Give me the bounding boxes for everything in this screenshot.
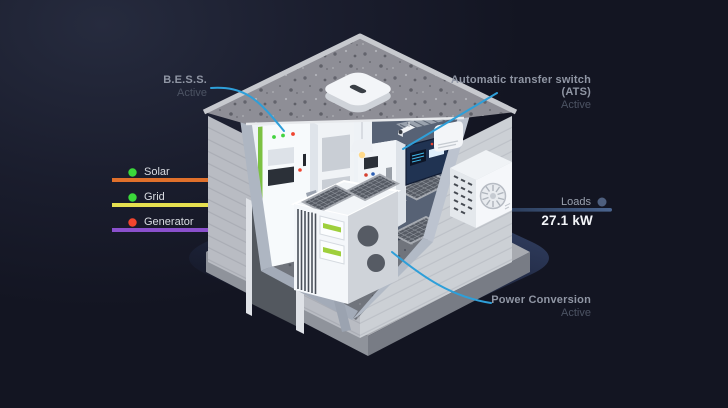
loads-readout: Loads	[561, 196, 607, 208]
loads-value: 27.1 kW	[541, 213, 593, 228]
unit-fan	[357, 225, 379, 247]
bess-led	[281, 133, 285, 138]
indoor-ac-unit	[434, 121, 463, 152]
legend-label-solar: Solar	[144, 166, 170, 178]
legend-item-solar: Solar	[128, 166, 170, 178]
connector-line-ats	[402, 92, 498, 150]
roof	[202, 33, 518, 126]
ats-title-line1: Automatic transfer switch	[450, 74, 591, 86]
lamp-bulb	[358, 151, 366, 159]
bess-title: B.E.S.S.	[163, 74, 207, 86]
loads-flow-line	[486, 208, 612, 212]
power-conversion-title: Power Conversion	[491, 294, 591, 306]
security-camera	[398, 122, 415, 137]
power-conversion-status: Active	[561, 307, 591, 319]
solar-dot-icon	[128, 167, 137, 177]
solar-flow-line	[112, 178, 214, 182]
bess-led	[291, 132, 295, 136]
cabinet-screen	[364, 156, 378, 170]
legend-label-generator: Generator	[144, 216, 194, 228]
loads-dot-icon	[597, 197, 607, 207]
legend-item-grid: Grid	[128, 191, 165, 203]
fan-blades	[479, 182, 507, 210]
roof-vent	[325, 72, 391, 113]
hanging-lamp	[351, 120, 373, 159]
ats-status: Active	[561, 99, 591, 111]
legend-flow-lines	[112, 178, 214, 232]
bess-status: Active	[177, 87, 207, 99]
legend-label-grid: Grid	[144, 191, 165, 203]
loads-label: Loads	[561, 196, 591, 208]
led-module	[319, 215, 345, 265]
exterior-fan-unit	[450, 150, 512, 228]
connector-line-bess	[210, 86, 285, 132]
ats-title-line2: (ATS)	[561, 86, 591, 98]
bess-led	[272, 135, 276, 139]
generator-flow-line	[112, 228, 214, 232]
callout-power-conversion: Power Conversion Active	[491, 294, 591, 319]
grid-flow-line	[112, 203, 214, 207]
connector-line-power-conversion	[391, 251, 492, 304]
generator-dot-icon	[128, 217, 137, 227]
grid-dot-icon	[128, 192, 137, 202]
callout-ats: Automatic transfer switch (ATS) Active	[451, 74, 591, 111]
bess-screen	[268, 166, 294, 186]
callout-bess: B.E.S.S. Active	[163, 74, 207, 99]
power-conversion-unit	[290, 173, 402, 304]
legend-item-generator: Generator	[128, 216, 194, 228]
unit-fan	[367, 254, 385, 272]
camera-lens	[398, 130, 403, 134]
isometric-building	[202, 33, 530, 356]
